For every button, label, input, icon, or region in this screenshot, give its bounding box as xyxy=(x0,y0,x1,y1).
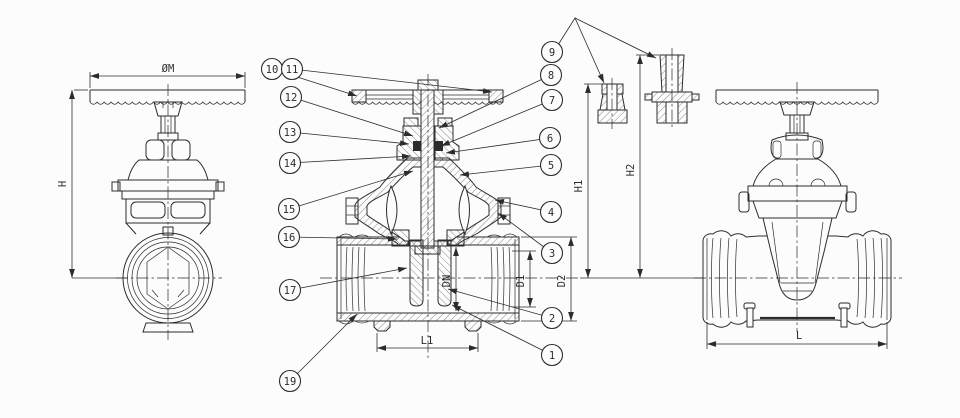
svg-text:4: 4 xyxy=(548,207,554,219)
dim-label-l: L xyxy=(796,330,802,342)
dim-label-l1: L1 xyxy=(421,335,434,347)
dim-wheel-diameter: ØM xyxy=(89,63,246,88)
callout-4: 4 xyxy=(539,200,563,224)
callout-8: 8 xyxy=(539,63,563,87)
dim-label-h1: H1 xyxy=(573,180,585,193)
callouts: 10 11 12 13 14 15 16 17 19 9 8 7 6 5 4 3… xyxy=(260,40,564,393)
dim-overall-height: H xyxy=(57,89,128,279)
callout-15: 15 xyxy=(277,197,301,221)
callout-6: 6 xyxy=(538,126,562,150)
dim-label-h2: H2 xyxy=(625,164,637,177)
svg-text:3: 3 xyxy=(549,248,555,260)
callout-10: 10 xyxy=(260,57,284,81)
dim-label-dn: DN xyxy=(441,275,453,288)
dim-face-to-face: L xyxy=(706,322,888,349)
dim-label-h: H xyxy=(57,181,69,187)
svg-text:12: 12 xyxy=(285,92,298,104)
dim-label-d1: D1 xyxy=(515,275,527,288)
svg-text:2: 2 xyxy=(549,313,555,325)
callout-19: 19 xyxy=(278,369,302,393)
yoke-window-left xyxy=(386,184,398,236)
detail-part-large xyxy=(644,48,700,129)
wedge-section xyxy=(409,239,452,307)
svg-text:10: 10 xyxy=(266,64,279,76)
handwheel-front xyxy=(89,89,246,117)
svg-text:14: 14 xyxy=(284,158,297,170)
stem-seal-right xyxy=(435,141,443,151)
callout-17: 17 xyxy=(278,278,302,302)
svg-text:17: 17 xyxy=(284,285,297,297)
dim-port-spacing: L1 xyxy=(376,333,479,352)
yoke-window-right xyxy=(458,184,470,236)
stem-seal-left xyxy=(413,141,421,151)
svg-text:7: 7 xyxy=(549,95,555,107)
body-side xyxy=(702,217,892,328)
callout-3: 3 xyxy=(540,241,564,265)
svg-text:16: 16 xyxy=(283,232,296,244)
gate-housing-side xyxy=(762,217,833,301)
svg-text:5: 5 xyxy=(548,160,554,172)
callout-16: 16 xyxy=(277,225,301,249)
dim-detail-height-2: H2 xyxy=(625,54,659,278)
callout-9: 9 xyxy=(540,40,564,64)
callout-13: 13 xyxy=(278,120,302,144)
callout-1: 1 xyxy=(540,343,564,367)
callout-2: 2 xyxy=(540,306,564,330)
detail-parts: H1 H2 xyxy=(573,48,703,279)
bonnet-side xyxy=(738,158,857,219)
foot-left xyxy=(373,320,391,332)
svg-text:1: 1 xyxy=(549,350,555,362)
dim-label-om: ØM xyxy=(162,63,175,75)
callout-11: 11 xyxy=(280,57,304,81)
svg-text:13: 13 xyxy=(284,127,297,139)
dim-label-d2: D2 xyxy=(556,275,568,288)
front-view: ØM H xyxy=(57,63,246,340)
svg-text:8: 8 xyxy=(548,70,554,82)
svg-text:11: 11 xyxy=(286,64,299,76)
callout-12: 12 xyxy=(279,85,303,109)
side-view: L xyxy=(694,82,902,349)
svg-text:9: 9 xyxy=(549,47,555,59)
svg-text:19: 19 xyxy=(284,376,297,388)
dim-detail-height-1: H1 xyxy=(573,83,603,278)
foot-right xyxy=(464,320,482,332)
callout-5: 5 xyxy=(539,153,563,177)
stem-section xyxy=(420,89,435,249)
detail-part-small xyxy=(597,78,628,129)
svg-text:6: 6 xyxy=(547,133,553,145)
dim-socket-inner: D1 xyxy=(512,250,536,308)
svg-text:15: 15 xyxy=(283,204,296,216)
callout-14: 14 xyxy=(278,151,302,175)
callout-leaders xyxy=(271,17,657,382)
callout-7: 7 xyxy=(540,88,564,112)
section-view: DN D1 D2 L1 xyxy=(320,74,580,358)
